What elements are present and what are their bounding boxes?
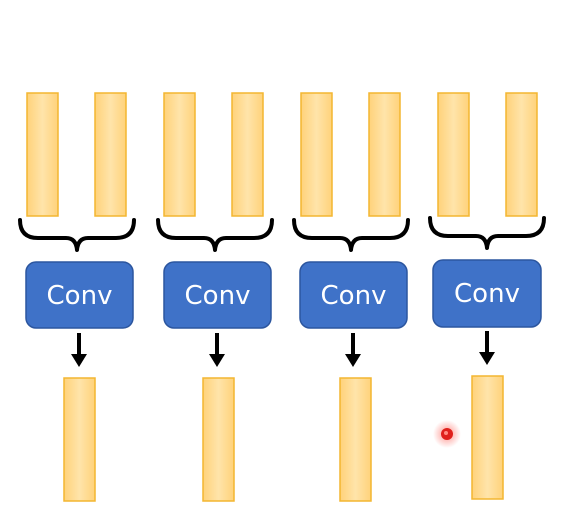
- arrow-2-head: [209, 354, 225, 367]
- output-feature-2: [202, 377, 235, 502]
- input-feature-2a: [163, 92, 196, 217]
- cursor-dot-icon: [433, 420, 461, 448]
- conv-group-4: Conv: [428, 92, 546, 500]
- conv-block-1: [25, 261, 134, 329]
- input-feature-2b: [231, 92, 264, 217]
- conv-label-4: Conv: [454, 279, 520, 309]
- conv-group-1: Conv: [18, 92, 136, 502]
- output-feature-3: [339, 377, 372, 502]
- input-feature-3a: [300, 92, 333, 217]
- conv-group-2: Conv: [156, 92, 274, 502]
- input-feature-1b: [94, 92, 127, 217]
- conv-label-2: Conv: [185, 281, 251, 311]
- input-feature-1a: [26, 92, 59, 217]
- output-feature-4: [471, 375, 504, 500]
- arrow-3-head: [345, 354, 361, 367]
- conv-block-3: [299, 261, 408, 329]
- brace-2: [156, 218, 274, 252]
- brace-3: [292, 218, 410, 252]
- conv-block-2: [163, 261, 272, 329]
- conv-label-1: Conv: [47, 281, 113, 311]
- arrow-1-head: [71, 354, 87, 367]
- input-feature-3b: [368, 92, 401, 217]
- conv-block-4: [432, 259, 542, 328]
- output-feature-1: [63, 377, 96, 502]
- conv-group-3: Conv: [292, 92, 410, 502]
- arrow-4-head: [479, 352, 495, 365]
- input-feature-4a: [437, 92, 470, 217]
- brace-4: [428, 216, 546, 250]
- input-feature-4b: [505, 92, 538, 217]
- brace-1: [18, 218, 136, 252]
- conv-label-3: Conv: [321, 281, 387, 311]
